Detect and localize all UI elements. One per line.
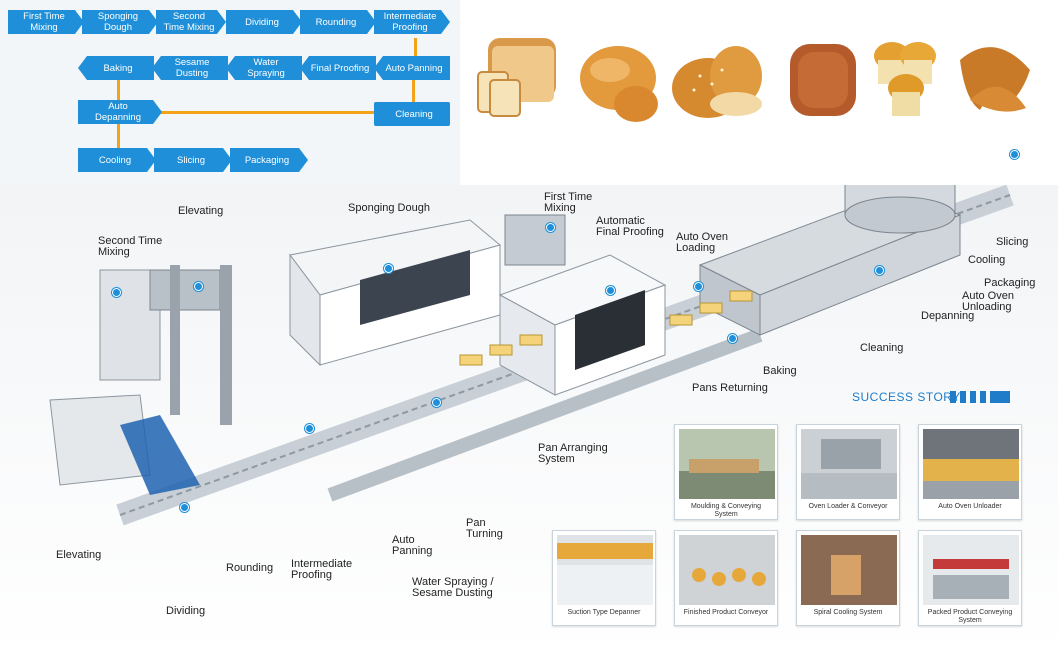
flow-connector (412, 80, 415, 102)
success-card: Suction Type Depanner (552, 530, 656, 626)
label-intermediate-proofing: Intermediate Proofing (291, 558, 353, 581)
photo (679, 535, 775, 605)
marker-pin (305, 424, 314, 433)
success-card: Spiral Cooling System (796, 530, 900, 626)
label-depanning: Depanning (921, 310, 975, 322)
croissant-icon (960, 47, 1030, 112)
spiral-cooler (844, 185, 956, 234)
first-time-mixer (504, 214, 566, 266)
burger-bun-icon (672, 46, 762, 118)
label-cooling: Cooling (968, 254, 1006, 266)
product-images (460, 0, 1058, 185)
flow-step-auto-depanning: Auto Depanning (78, 100, 162, 124)
label-slicing: Slicing (996, 236, 1029, 248)
photo (801, 429, 897, 499)
label-elevating-top: Elevating (178, 205, 224, 217)
card-caption: Auto Oven Unloader (938, 503, 1002, 510)
marker-pin (112, 288, 121, 297)
photo (923, 535, 1019, 605)
label-rounding: Rounding (226, 562, 274, 574)
marker-pin (384, 264, 393, 273)
card-caption: Suction Type Depanner (567, 609, 641, 616)
flow-step-rounding: Rounding (300, 10, 376, 34)
second-time-mixer (99, 265, 232, 425)
label-pan-turning: Pan Turning (466, 517, 503, 540)
photo (557, 535, 653, 605)
success-card: Auto Oven Unloader (918, 424, 1022, 520)
flow-step-baking: Baking (78, 56, 154, 80)
label-water-spraying: Water Spraying / Sesame Dusting (412, 576, 494, 599)
label-auto-oven-loading: Auto Oven Loading (676, 231, 728, 254)
label-automatic-final-proofing: Automatic Final Proofing (596, 215, 664, 238)
card-caption: Oven Loader & Conveyor (808, 503, 888, 510)
photo (679, 429, 775, 499)
process-flow-panel: First Time Mixing Sponging Dough Second … (0, 0, 460, 185)
pan-return-conveyor (327, 328, 763, 502)
product-images-svg (477, 38, 1030, 122)
elevator-bottom (49, 394, 200, 495)
success-card: Moulding & Conveying System (674, 424, 778, 520)
label-elevating-bottom: Elevating (56, 549, 102, 561)
label-second-time-mixing: Second Time Mixing (98, 235, 163, 258)
label-first-time-mixing: First Time Mixing (544, 191, 593, 214)
marker-pin (432, 398, 441, 407)
photo (923, 429, 1019, 499)
success-card: Finished Product Conveyor (674, 530, 778, 626)
label-cleaning: Cleaning (860, 342, 904, 354)
label-pans-returning: Pans Returning (692, 382, 768, 394)
marker-pin (875, 266, 884, 275)
flow-step-sesame-dusting: Sesame Dusting (152, 56, 228, 80)
flow-connector (117, 80, 120, 102)
success-story-title: SUCCESS STORY (852, 390, 961, 404)
flow-step-sponging-dough: Sponging Dough (82, 10, 158, 34)
label-auto-panning: Auto Panning (392, 534, 433, 557)
label-auto-oven-unloading: Auto Oven Unloading (962, 290, 1014, 313)
success-card: Packed Product Conveying System (918, 530, 1022, 626)
flow-step-second-time-mixing: Second Time Mixing (156, 10, 226, 34)
flow-connector (414, 38, 417, 58)
label-sponging-dough: Sponging Dough (348, 202, 430, 214)
flow-step-cleaning: Cleaning (374, 102, 450, 126)
flow-step-final-proofing: Final Proofing (300, 56, 376, 80)
toast-bread-icon (477, 38, 556, 117)
flow-step-intermediate-proofing: Intermediate Proofing (374, 10, 450, 34)
bread-trays (459, 290, 753, 366)
marker-pin (1010, 150, 1019, 159)
flow-connector (160, 111, 378, 114)
flow-step-water-spraying: Water Spraying (226, 56, 302, 80)
marker-pin (606, 286, 615, 295)
card-caption: Moulding & Conveying System (690, 503, 762, 518)
label-packaging: Packaging (984, 277, 1036, 289)
marker-pin (694, 282, 703, 291)
hotdog-bun-icon (580, 46, 658, 122)
card-caption: Packed Product Conveying System (927, 609, 1013, 624)
muffin-icon (874, 42, 936, 116)
flow-step-dividing: Dividing (226, 10, 302, 34)
flow-step-slicing: Slicing (154, 148, 232, 172)
marker-pin (180, 503, 189, 512)
marker-pin (546, 223, 555, 232)
flow-step-packaging: Packaging (230, 148, 308, 172)
flow-step-cooling: Cooling (78, 148, 156, 172)
sponging-dough-tank (289, 219, 502, 367)
flow-connector (117, 124, 120, 148)
label-dividing: Dividing (166, 605, 206, 617)
marker-pin (728, 334, 737, 343)
flow-step-first-time-mixing: First Time Mixing (8, 10, 84, 34)
success-story-bars (950, 391, 1010, 403)
marker-pin (194, 282, 203, 291)
bread-roll-icon (790, 44, 856, 116)
success-card: Oven Loader & Conveyor (796, 424, 900, 520)
card-caption: Spiral Cooling System (813, 609, 883, 616)
label-pan-arranging-system: Pan Arranging System (538, 442, 608, 465)
photo (801, 535, 897, 605)
label-baking: Baking (763, 365, 797, 377)
flow-step-auto-panning: Auto Panning (374, 56, 450, 80)
card-caption: Finished Product Conveyor (683, 609, 769, 616)
